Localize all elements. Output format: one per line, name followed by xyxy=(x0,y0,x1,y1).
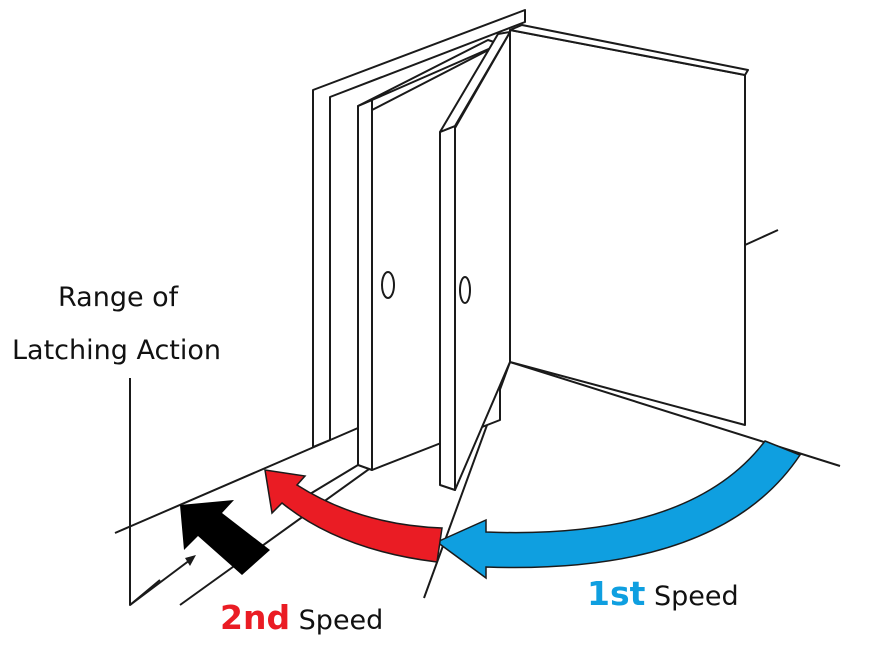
first-speed-suffix: Speed xyxy=(653,581,739,612)
first-speed-label: 1st Speed xyxy=(587,574,739,613)
second-speed-prefix: 2nd xyxy=(220,598,291,637)
range-label-line2: Latching Action xyxy=(12,335,222,366)
range-label-line1: Range of xyxy=(58,282,179,313)
door-panel-closed-edge xyxy=(357,99,373,471)
second-speed-arrow xyxy=(264,469,443,563)
first-speed-prefix: 1st xyxy=(587,574,646,613)
right-wall-edge xyxy=(509,24,749,76)
door-panel-open-top xyxy=(439,31,511,133)
door-panel-open-edge xyxy=(439,125,456,491)
range-leader-line xyxy=(129,378,161,606)
range-pointer-shaft xyxy=(129,559,191,606)
second-speed-suffix: Speed xyxy=(298,605,384,636)
first-speed-arrow xyxy=(435,440,802,580)
wall-line xyxy=(744,229,779,246)
second-speed-label: 2nd Speed xyxy=(220,598,383,637)
door-frame xyxy=(312,9,526,448)
range-pointer-arrow xyxy=(185,555,196,566)
right-wall-panel xyxy=(509,29,746,426)
latching-arrow xyxy=(180,500,270,575)
door-knob-open xyxy=(459,276,471,304)
door-knob-closed xyxy=(381,271,395,299)
